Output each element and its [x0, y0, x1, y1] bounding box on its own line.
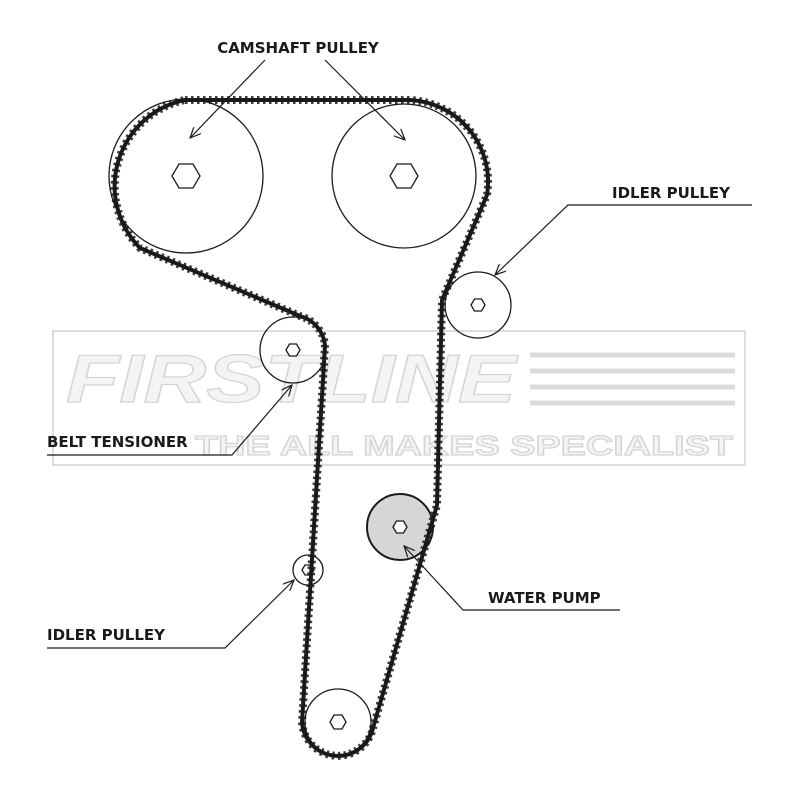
timing-belt	[110, 96, 493, 760]
leader-camshaft-left	[190, 59, 266, 138]
camshaft-pulley-right	[331, 103, 477, 249]
label-camshaft-pulley: CAMSHAFT PULLEY	[217, 39, 380, 57]
label-water-pump: WATER PUMP	[488, 589, 601, 607]
leader-camshaft-right	[324, 59, 405, 140]
leader-idler-lower	[47, 580, 294, 649]
label-belt-tensioner: BELT TENSIONER	[47, 433, 188, 451]
watermark-stripes	[530, 352, 735, 406]
leader-water-pump	[404, 546, 620, 611]
leader-belt-tensioner	[47, 385, 292, 456]
watermark-frame	[52, 330, 746, 466]
label-idler-pulley-lower: IDLER PULLEY	[47, 626, 166, 644]
label-idler-pulley-upper: IDLER PULLEY	[612, 184, 731, 202]
watermark-tagline: THE ALL MAKES SPECIALIST	[195, 430, 733, 461]
leader-idler-upper	[495, 204, 752, 275]
hex-bolts	[171, 163, 486, 730]
